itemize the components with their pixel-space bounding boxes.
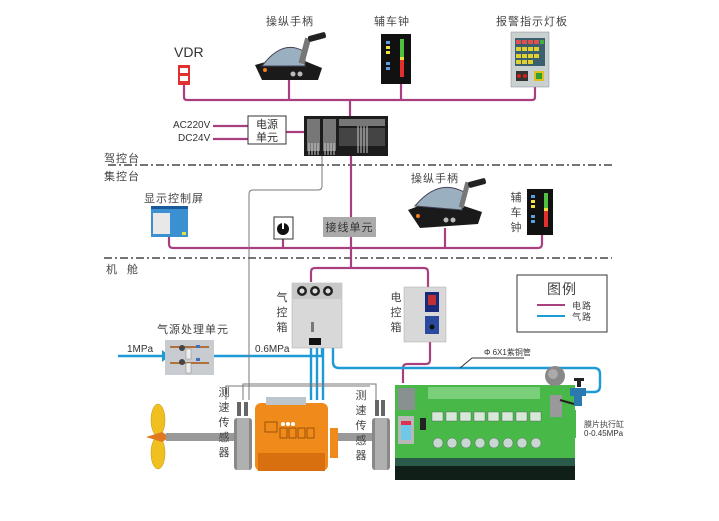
control-room-handle <box>408 178 487 228</box>
legend-label-electric: 电路 <box>572 302 593 312</box>
mode-selector-switch <box>273 216 294 240</box>
right-flywheel-sensor <box>372 400 390 470</box>
display-screen-label: 显示控制屏 <box>144 192 204 205</box>
gearbox <box>255 397 338 471</box>
power-unit-box <box>247 115 287 145</box>
zone-label-bridge: 驾控台 <box>104 152 140 165</box>
ac-voltage-label: AC220V <box>173 120 211 131</box>
signal-lines <box>225 156 524 400</box>
bridge-telegraph-label: 辅车钟 <box>374 15 410 28</box>
right-speed-sensor-label: 测速传感器 <box>355 389 367 462</box>
diaphragm-actuator <box>559 378 586 406</box>
power-unit-label-line1: 电源 <box>256 118 278 131</box>
legend-box <box>516 274 608 333</box>
main-controller <box>304 116 388 156</box>
legend-label-pneumatic: 气路 <box>572 313 593 323</box>
control-room-telegraph <box>527 189 553 235</box>
dc-voltage-label: DC24V <box>178 133 211 144</box>
zone-label-control-room: 集控台 <box>104 170 140 183</box>
zone-label-engine-room: 机 舱 <box>106 263 139 276</box>
air-control-box-label: 气控箱 <box>276 291 288 334</box>
vdr-label: VDR <box>174 44 204 60</box>
electric-control-box-label: 电控箱 <box>390 291 402 334</box>
bridge-control-handle <box>255 32 327 80</box>
air-treatment-unit <box>165 340 214 375</box>
air-control-box <box>291 282 343 349</box>
inlet-pressure-label: 1MPa <box>127 344 154 355</box>
left-flywheel-sensor <box>234 402 252 470</box>
legend-title: 图例 <box>547 282 577 298</box>
air-treatment-label: 气源处理单元 <box>157 323 229 336</box>
actuator-pressure-label: 0-0.45MPa <box>584 429 624 438</box>
control-room-handle-label: 操纵手柄 <box>411 172 459 185</box>
actuator-label: 膜片执行缸 <box>584 420 624 429</box>
power-unit-label: 电源 单元 <box>248 118 286 144</box>
diesel-engine <box>395 366 576 480</box>
bridge-telegraph <box>381 34 411 84</box>
electric-lines <box>167 76 544 383</box>
terminal-unit-label: 接线单元 <box>325 221 374 234</box>
outlet-pressure-label: 0.6MPa <box>255 344 290 355</box>
display-control-screen <box>151 206 188 237</box>
bridge-handle-label: 操纵手柄 <box>266 15 314 28</box>
vdr-device <box>178 65 190 85</box>
left-speed-sensor-label: 测速传感器 <box>218 386 230 459</box>
terminal-unit-box <box>323 217 376 237</box>
copper-pipe-note: Φ 6X1紫铜管 <box>484 348 531 357</box>
propeller-shaft <box>166 433 236 441</box>
alarm-panel-label: 报警指示灯板 <box>496 15 568 28</box>
intermediate-shaft <box>335 433 375 441</box>
electric-control-box <box>403 286 447 343</box>
control-room-telegraph-label: 辅车钟 <box>510 191 522 234</box>
propeller <box>146 403 170 470</box>
alarm-indicator-panel <box>510 31 550 88</box>
power-unit-label-line2: 单元 <box>256 131 278 144</box>
pneumatic-lines <box>118 348 602 400</box>
